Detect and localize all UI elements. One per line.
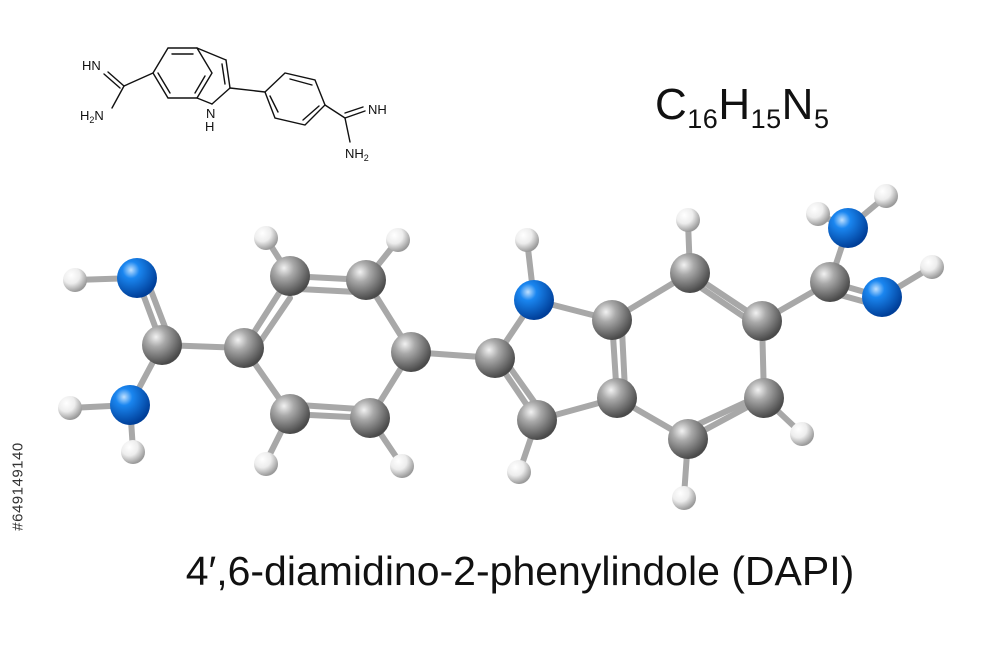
formula-hydrogen: H xyxy=(718,80,751,129)
label-indole-n: N xyxy=(206,106,215,121)
label-hn: HN xyxy=(82,58,101,73)
nitrogen-atoms xyxy=(110,208,902,425)
formula-nitrogen-count: 5 xyxy=(813,104,830,134)
label-nh-right: NH xyxy=(368,102,387,117)
label-indole-h: H xyxy=(205,119,214,134)
carbon-atoms xyxy=(142,253,850,459)
formula-nitrogen: N xyxy=(781,80,814,129)
formula-hydrogen-count: 15 xyxy=(750,104,782,134)
label-nh2-right: NH2 xyxy=(345,146,369,163)
molecular-formula: C16H15N5 xyxy=(655,80,829,135)
formula-carbon: C xyxy=(655,80,688,129)
label-h2n: H2N xyxy=(80,108,104,125)
stock-id: #649149140 xyxy=(9,442,27,531)
compound-name: 4′,6-diamidino-2-phenylindole (DAPI) xyxy=(185,548,855,594)
hydrogen-atoms xyxy=(58,184,944,510)
formula-carbon-count: 16 xyxy=(687,104,719,134)
